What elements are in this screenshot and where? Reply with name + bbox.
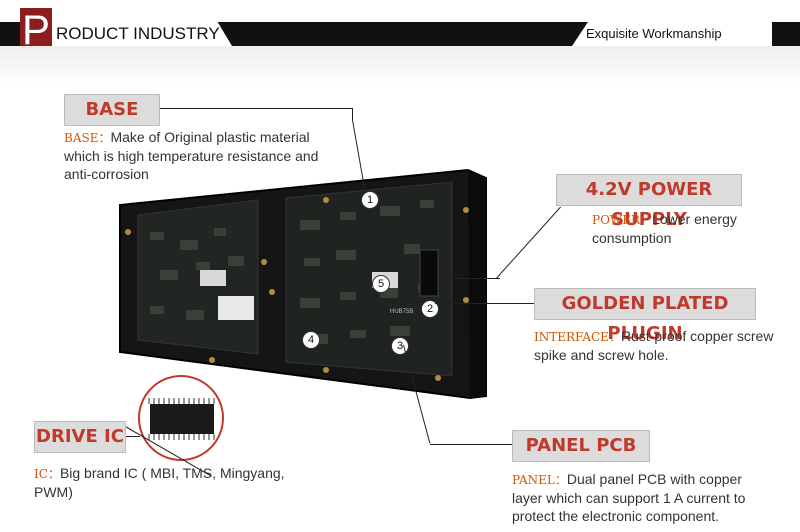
connector-power-a bbox=[496, 278, 500, 279]
power-key: POWER： bbox=[592, 213, 653, 227]
plugin-label: GOLDEN PLATED PLUGIN bbox=[534, 288, 756, 344]
ic-chip bbox=[150, 404, 214, 434]
pcb-description: PANEL：Dual panel PCB with copper layer w… bbox=[512, 470, 772, 525]
connector-power-b bbox=[455, 278, 497, 279]
connector-base-h bbox=[158, 108, 352, 109]
connector-pcb-h bbox=[430, 444, 512, 445]
connector-plugin bbox=[435, 303, 535, 304]
logo-letter: P bbox=[20, 6, 52, 53]
pcb-label: PANEL PCB bbox=[512, 430, 650, 462]
pcb-text: Dual panel PCB with copper layer which c… bbox=[512, 471, 746, 524]
page-title: RODUCT INDUSTRY bbox=[56, 24, 220, 43]
connector-base-v bbox=[352, 108, 353, 120]
pcb-key: PANEL： bbox=[512, 473, 567, 487]
page-subtitle: Exquisite Workmanship bbox=[586, 26, 722, 41]
ic-pins-top bbox=[148, 398, 216, 404]
ic-label: DRIVE IC bbox=[34, 421, 126, 453]
ic-pins-bottom bbox=[148, 434, 216, 440]
marker-4: 4 bbox=[302, 331, 320, 349]
power-label: 4.2V POWER SUPPLY bbox=[556, 174, 742, 230]
power-text: Lower energy consumption bbox=[592, 211, 737, 246]
base-label: BASE bbox=[64, 94, 160, 126]
plugin-key: INTERFACE： bbox=[534, 330, 621, 344]
marker-3: 3 bbox=[391, 337, 409, 355]
ic-text: Big brand IC ( MBI, TMS, Mingyang, PWM) bbox=[34, 465, 285, 500]
plugin-description: INTERFACE：Rust-proof copper screw spike … bbox=[534, 327, 784, 364]
power-description: POWER：Lower energy consumption bbox=[592, 210, 772, 247]
ic-description: IC：Big brand IC ( MBI, TMS, Mingyang, PW… bbox=[34, 464, 314, 501]
base-key: BASE： bbox=[64, 131, 111, 145]
header-title-bg bbox=[52, 22, 232, 46]
header-shadow bbox=[0, 46, 800, 86]
plugin-text: Rust-proof copper screw spike and screw … bbox=[534, 328, 774, 363]
connector-ic bbox=[118, 436, 140, 437]
header-subtitle-bg bbox=[572, 22, 772, 46]
marker-1: 1 bbox=[361, 191, 379, 209]
board-label: HUB75B bbox=[390, 309, 413, 315]
marker-5: 5 bbox=[372, 275, 390, 293]
marker-2: 2 bbox=[421, 300, 439, 318]
base-description: BASE：Make of Original plastic material w… bbox=[64, 128, 334, 183]
base-text: Make of Original plastic material which … bbox=[64, 129, 319, 182]
ic-key: IC： bbox=[34, 467, 60, 481]
